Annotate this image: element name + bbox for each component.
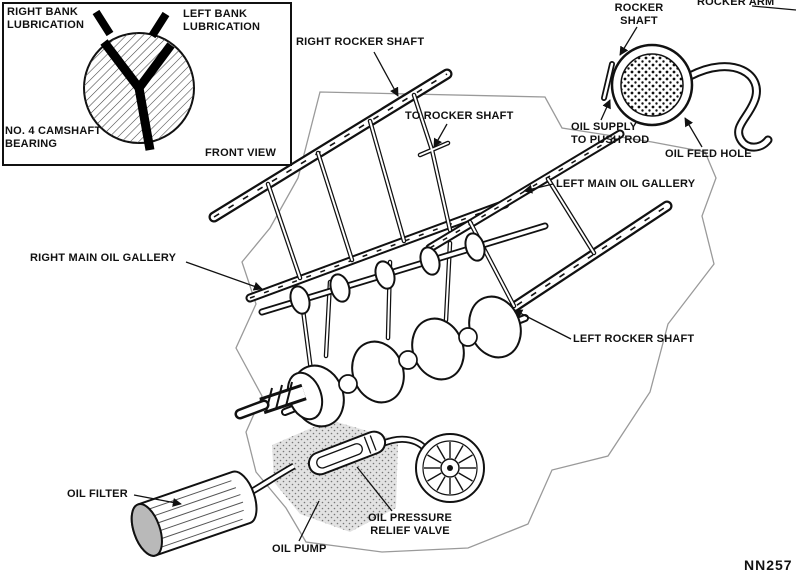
label-right-bank-lubrication: RIGHT BANK LUBRICATION	[7, 6, 85, 31]
label-right-main-oil-gallery: RIGHT MAIN OIL GALLERY	[30, 252, 177, 264]
rocker-shaft-inset	[601, 43, 773, 152]
engine-block-outline	[235, 91, 717, 553]
figure-number: NN257	[744, 557, 793, 572]
label-oil-feed-hole: OIL FEED HOLE	[665, 148, 752, 160]
label-front-view: FRONT VIEW	[205, 147, 277, 159]
label-oil-pump: OIL PUMP	[272, 543, 327, 555]
oil-filter-drawing	[130, 470, 258, 557]
right-rocker-shaft-tube	[208, 68, 453, 223]
label-left-bank-lubrication: LEFT BANK LUBRICATION	[183, 8, 261, 33]
pump-drive-gear-drawing	[415, 433, 485, 503]
label-left-rocker-shaft: LEFT ROCKER SHAFT	[573, 333, 695, 345]
oil-pressure-relief-valve-drawing	[307, 430, 387, 476]
front-view-inset	[2, 2, 292, 166]
label-no4-camshaft-bearing: NO. 4 CAMSHAFT BEARING	[5, 125, 102, 150]
label-oil-supply-to-push-rod: OIL SUPPLY TO PUSH ROD	[571, 121, 650, 146]
right-main-oil-gallery-tube	[245, 199, 510, 303]
leader-arrows	[133, 5, 797, 542]
label-right-rocker-shaft: RIGHT ROCKER SHAFT	[296, 36, 425, 48]
label-rocker-shaft-inset: ROCKER SHAFT	[614, 2, 664, 27]
crank-snout	[234, 371, 324, 421]
label-oil-pressure-relief-valve: OIL PRESSURE RELIEF VALVE	[367, 512, 453, 537]
label-rocker-arm: ROCKER ARM	[697, 0, 775, 8]
label-oil-filter: OIL FILTER	[67, 488, 128, 500]
camshaft-drawing	[258, 222, 549, 316]
label-left-main-oil-gallery: LEFT MAIN OIL GALLERY	[556, 178, 696, 190]
label-to-rocker-shaft: TO ROCKER SHAFT	[405, 110, 514, 122]
